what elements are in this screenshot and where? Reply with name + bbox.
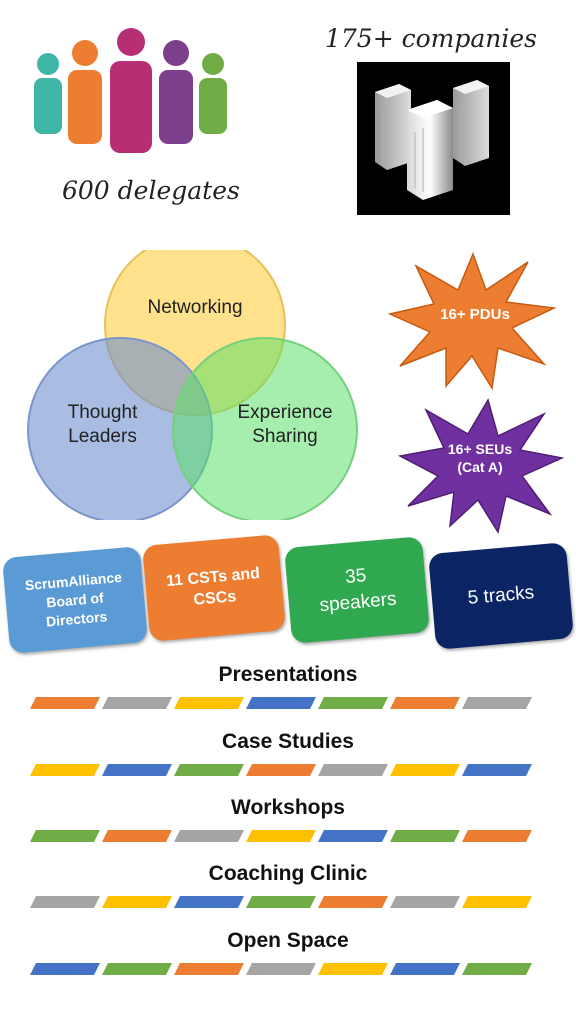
tile-speakers: 35 speakers xyxy=(284,536,430,644)
venn-diagram xyxy=(27,250,358,520)
people-icon xyxy=(34,28,227,153)
tile-csts-cscs: 11 CSTs and CSCs xyxy=(142,534,286,642)
seus-label-line1: 16+ SEUs xyxy=(447,441,513,457)
section-case-studies: Case Studies xyxy=(222,730,354,753)
delegates-stat: 600 delegates xyxy=(62,176,240,205)
venn-label-leaders: Leaders xyxy=(68,426,137,447)
section-coaching-clinic: Coaching Clinic xyxy=(208,862,368,885)
venn-label-experience-sharing: Experience Sharing xyxy=(215,401,355,449)
companies-stat: 175+ companies xyxy=(325,24,537,53)
stripe-coaching-clinic xyxy=(30,896,532,908)
pdus-starburst xyxy=(388,252,557,390)
section-presentations: Presentations xyxy=(218,663,358,686)
stripe-workshops xyxy=(30,830,532,842)
pdus-label: 16+ PDUs xyxy=(440,306,510,323)
tile-4-line1: 5 tracks xyxy=(466,582,536,609)
venn-label-sharing: Sharing xyxy=(252,426,318,447)
stripe-case-studies xyxy=(30,764,532,776)
stripe-open-space xyxy=(30,963,532,975)
buildings-image xyxy=(357,62,510,215)
tile-scrumalliance-board: ScrumAlliance Board of Directors xyxy=(2,546,148,654)
venn-label-thought-leaders: Thought Leaders xyxy=(40,401,165,449)
venn-circle-experience-sharing xyxy=(172,337,358,520)
seus-label-line2: (Cat A) xyxy=(457,459,503,475)
venn-label-networking: Networking xyxy=(147,297,243,318)
section-open-space: Open Space xyxy=(227,929,349,952)
section-workshops: Workshops xyxy=(231,796,345,819)
tile-tracks: 5 tracks xyxy=(428,542,574,650)
tile-3-line2: speakers xyxy=(318,588,398,617)
seus-label: 16+ SEUs (Cat A) xyxy=(430,440,530,476)
venn-label-experience: Experience xyxy=(237,402,333,423)
seus-starburst xyxy=(398,398,564,534)
stripe-presentations xyxy=(30,697,532,709)
venn-label-thought: Thought xyxy=(67,402,138,423)
buildings-icon xyxy=(375,80,489,200)
